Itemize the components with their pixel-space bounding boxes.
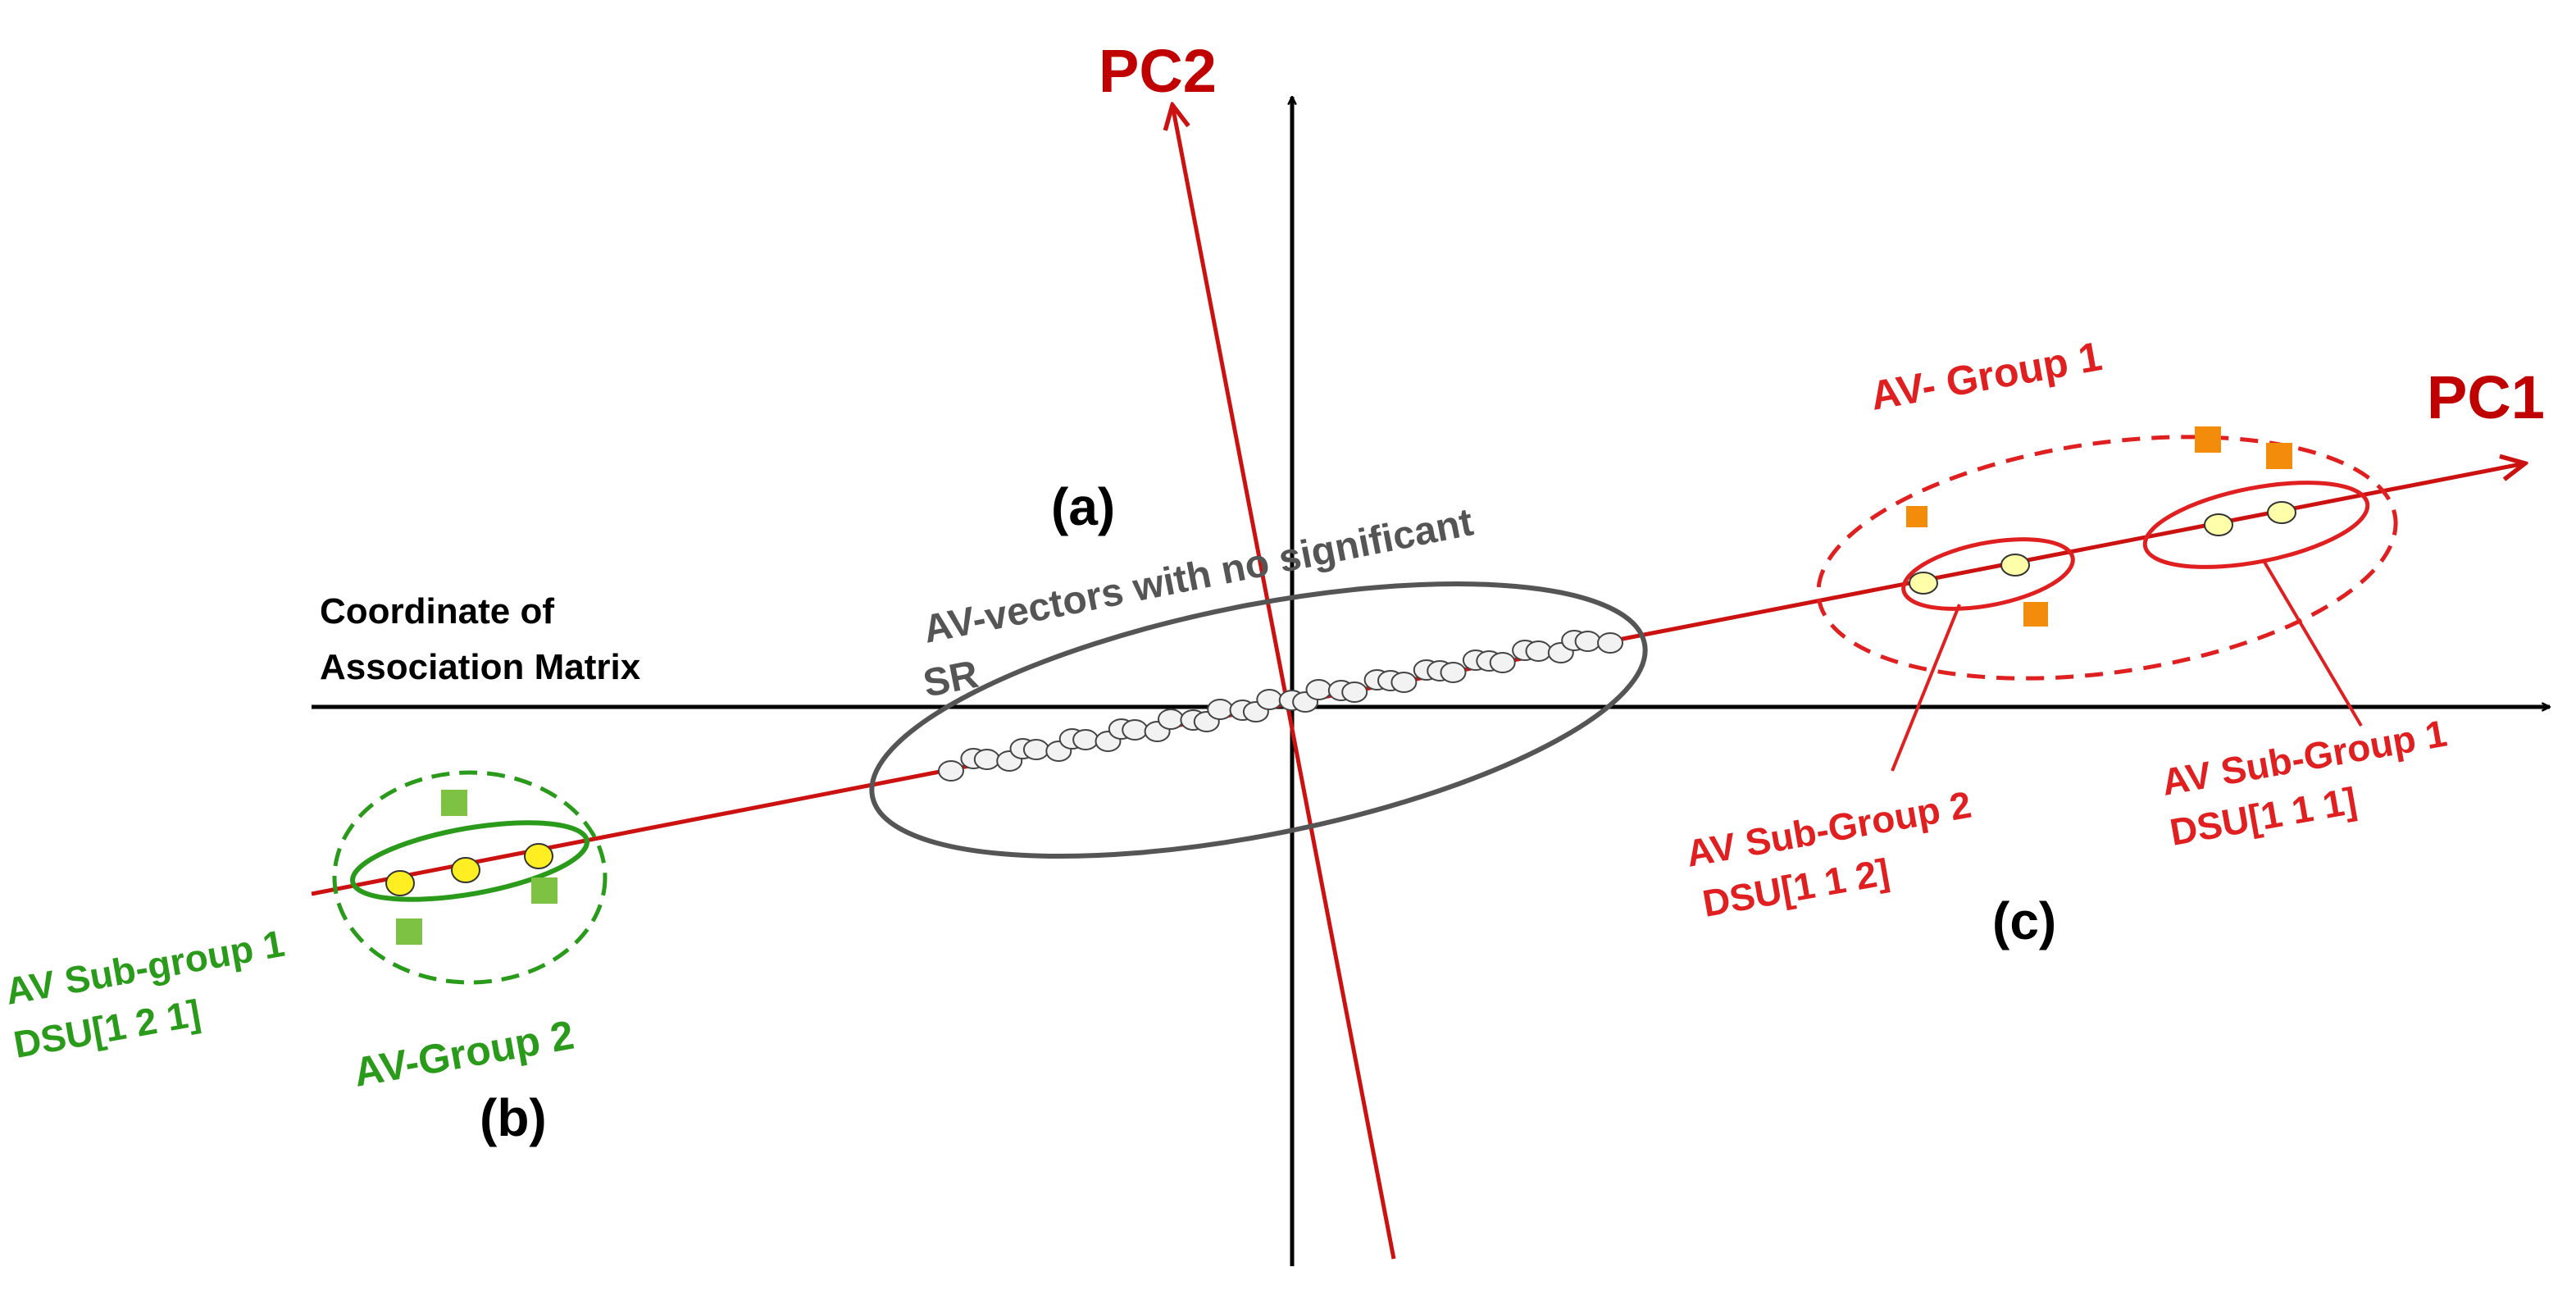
center-point [1207, 699, 1234, 720]
center-point [1574, 631, 1601, 652]
group1-label: AV- Group 1 [1867, 333, 2105, 419]
group2-point [451, 857, 480, 883]
green-square [396, 918, 422, 945]
group2-point [385, 870, 415, 896]
center-point [1022, 739, 1049, 760]
center-point [1341, 681, 1368, 703]
group2-point [524, 843, 553, 869]
panel-label-a: (a) [1051, 477, 1115, 536]
group1-point [1909, 572, 1938, 595]
center-point [1305, 679, 1332, 700]
orange-square [1906, 506, 1927, 527]
group1-point [2267, 501, 2296, 524]
subgroup2-ellipse [1901, 537, 2075, 611]
center-point [938, 760, 964, 782]
green-square [531, 877, 558, 904]
center-point [1122, 719, 1149, 741]
orange-square [2266, 443, 2292, 469]
center-point [1256, 689, 1283, 710]
group1-point [2204, 513, 2233, 536]
coordinate-label-line1: Coordinate of [320, 591, 554, 631]
subgroup2-leader-line [1891, 604, 1961, 772]
group2-label: AV-Group 2 [350, 1012, 577, 1096]
center-group-ellipse [869, 581, 1648, 859]
orange-square [2023, 602, 2048, 627]
center-group-label-line2: SR [920, 653, 982, 706]
center-point [1158, 709, 1184, 730]
center-point [1489, 652, 1516, 673]
group2-ellipse [332, 770, 608, 985]
center-point [1525, 640, 1552, 662]
center-point [1072, 729, 1099, 750]
coordinate-label-line2: Association Matrix [320, 647, 641, 687]
center-point [973, 749, 1000, 770]
center-points [938, 630, 1623, 782]
center-point [1597, 632, 1623, 654]
center-group-label-line1: AV-vectors with no significant [920, 500, 1477, 651]
group2-subgroup1-ellipse [350, 820, 589, 902]
pc2-label: PC2 [1099, 37, 1217, 105]
group1-ellipse [1816, 435, 2398, 681]
center-point [1390, 672, 1418, 693]
pc1-label: PC1 [2427, 363, 2545, 431]
pc1-axis [311, 463, 2525, 896]
orange-square [2195, 426, 2221, 453]
pc2-axis [1172, 105, 1396, 1260]
group2-subgroup1-label-line1: AV Sub-group 1 [2, 922, 288, 1013]
panel-label-b: (b) [480, 1088, 547, 1147]
green-square [441, 790, 467, 816]
panel-label-c: (c) [1992, 891, 2056, 950]
subgroup1-leader-line [2261, 558, 2363, 727]
group1-point [2000, 554, 2030, 577]
subgroup1-ellipse [2142, 481, 2370, 569]
center-point [1440, 662, 1467, 683]
